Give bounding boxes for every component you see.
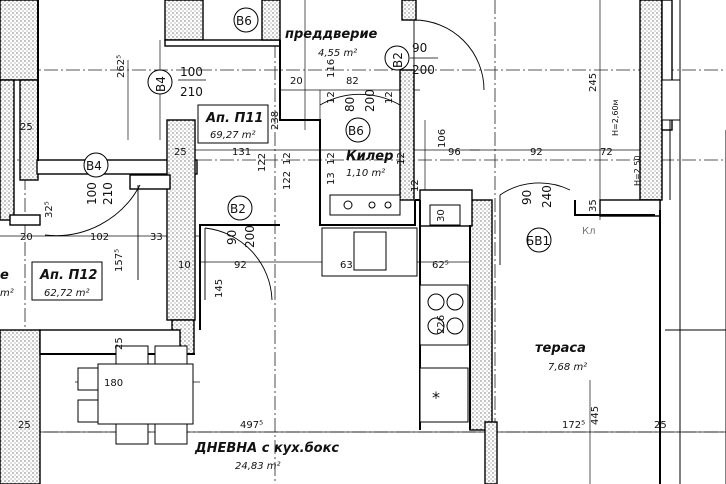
dim-106: 106: [437, 129, 448, 148]
door-b2-mid-height: 200: [243, 225, 257, 248]
apt11-box: [197, 104, 269, 144]
tag-b6-top: B6: [236, 14, 252, 28]
door-b6-mid-width: 80: [343, 97, 357, 112]
dim-33: 33: [150, 232, 163, 243]
dim-25-b: 25: [20, 122, 33, 133]
room-area-living: 24,83 m²: [235, 461, 281, 472]
dim-12-e: 12: [396, 152, 407, 165]
dim-92-a: 92: [530, 147, 543, 158]
tag-b4-top: B4: [154, 76, 168, 92]
dim-20-top: 20: [290, 76, 303, 87]
room-name-living: ДНЕВНА с кух.бокс: [194, 441, 339, 456]
dim-25-e: 25: [654, 420, 667, 431]
room-name-apt11: Ап. П11: [205, 111, 263, 126]
dim-10: 10: [178, 260, 191, 271]
dim-20-left: 20: [20, 232, 33, 243]
kitchen-fixtures: [321, 194, 469, 423]
dim-172: 172⁵: [562, 420, 585, 431]
tag-b2-mid: B2: [230, 202, 246, 216]
apt12-box: [31, 261, 103, 301]
dim-96: 96: [448, 147, 461, 158]
tag-bb1: БВ1: [526, 234, 550, 248]
tag-b2-top: B2: [391, 52, 405, 68]
dim-145: 145: [214, 279, 225, 298]
dim-72: 72: [600, 147, 613, 158]
tag-b4-left: B4: [86, 159, 102, 173]
dim-62: 62⁵: [432, 260, 449, 271]
room-name-closet: Килер: [346, 149, 393, 164]
room-name-terrace: тераса: [535, 341, 586, 356]
dim-445: 445: [590, 406, 601, 425]
terrace-edge: [661, 0, 726, 484]
room-name-foyer: преддверие: [285, 27, 378, 42]
room-area-foyer: 4,55 m²: [318, 48, 357, 59]
tag-circles: [83, 7, 552, 253]
door-b6-mid-height: 200: [363, 89, 377, 112]
dim-12-b: 12: [384, 91, 395, 104]
door-swings: [44, 19, 571, 301]
door-b2-mid-width: 90: [225, 230, 239, 245]
dim-35: 35: [588, 199, 599, 212]
dim-238: 238: [270, 111, 281, 130]
room-area-apt11: 69,27 m²: [210, 130, 256, 141]
dim-13: 13: [326, 172, 337, 185]
door-b4-top-width: 100: [180, 65, 203, 79]
dim-131: 131: [232, 147, 251, 158]
dim-497: 497⁵: [240, 420, 263, 431]
dim-30: 30: [436, 209, 447, 222]
dim-92-b: 92: [234, 260, 247, 271]
dim-63: 63: [340, 260, 353, 271]
dim-12-d: 12: [326, 152, 337, 165]
dim-157: 157⁵: [114, 249, 125, 272]
dim-12-a: 12: [326, 91, 337, 104]
label-kl: Кл: [582, 226, 596, 237]
door-b2-top-width: 90: [412, 41, 427, 55]
dim-122-b: 122: [282, 171, 293, 190]
dim-25-d: 25: [18, 420, 31, 431]
dim-262: 262⁵: [116, 55, 127, 78]
door-bb1-height: 240: [540, 185, 554, 208]
room-area-partial-left: m²: [0, 288, 14, 299]
dim-116: 116: [326, 59, 337, 78]
dim-25-c: 25: [114, 337, 125, 350]
height-note-250: H=2,50: [633, 155, 642, 186]
dimension-labels: 262⁵ 20 82 116 12 12 238 25 25 131 12 12…: [18, 55, 667, 431]
height-note-260: H=2,60м: [611, 99, 620, 136]
dim-180: 180: [104, 378, 123, 389]
dim-12-f: 12: [410, 179, 421, 192]
dim-32: 32⁵: [44, 201, 55, 218]
door-b2-top-height: 200: [412, 63, 435, 77]
room-area-terrace: 7,68 m²: [548, 362, 587, 373]
door-b4-top-height: 210: [180, 85, 203, 99]
dim-226: 226: [436, 315, 447, 334]
dim-102: 102: [90, 232, 109, 243]
dim-82: 82: [346, 76, 359, 87]
door-b4-left-height: 210: [101, 182, 115, 205]
door-bb1-width: 90: [520, 190, 534, 205]
room-area-closet: 1,10 m²: [346, 168, 385, 179]
dim-245: 245: [588, 73, 599, 92]
dining-furniture: [77, 345, 194, 445]
tag-b6-mid: B6: [348, 124, 364, 138]
room-name-apt12: Ап. П12: [39, 268, 97, 283]
room-area-apt12: 62,72 m²: [44, 288, 90, 299]
room-name-partial-left: е: [0, 268, 9, 283]
door-b4-left-width: 100: [85, 182, 99, 205]
dim-12-c: 12: [282, 152, 293, 165]
dim-122-a: 122: [257, 153, 268, 172]
dim-25-a: 25: [174, 147, 187, 158]
asterisk-marker: *: [432, 388, 440, 407]
